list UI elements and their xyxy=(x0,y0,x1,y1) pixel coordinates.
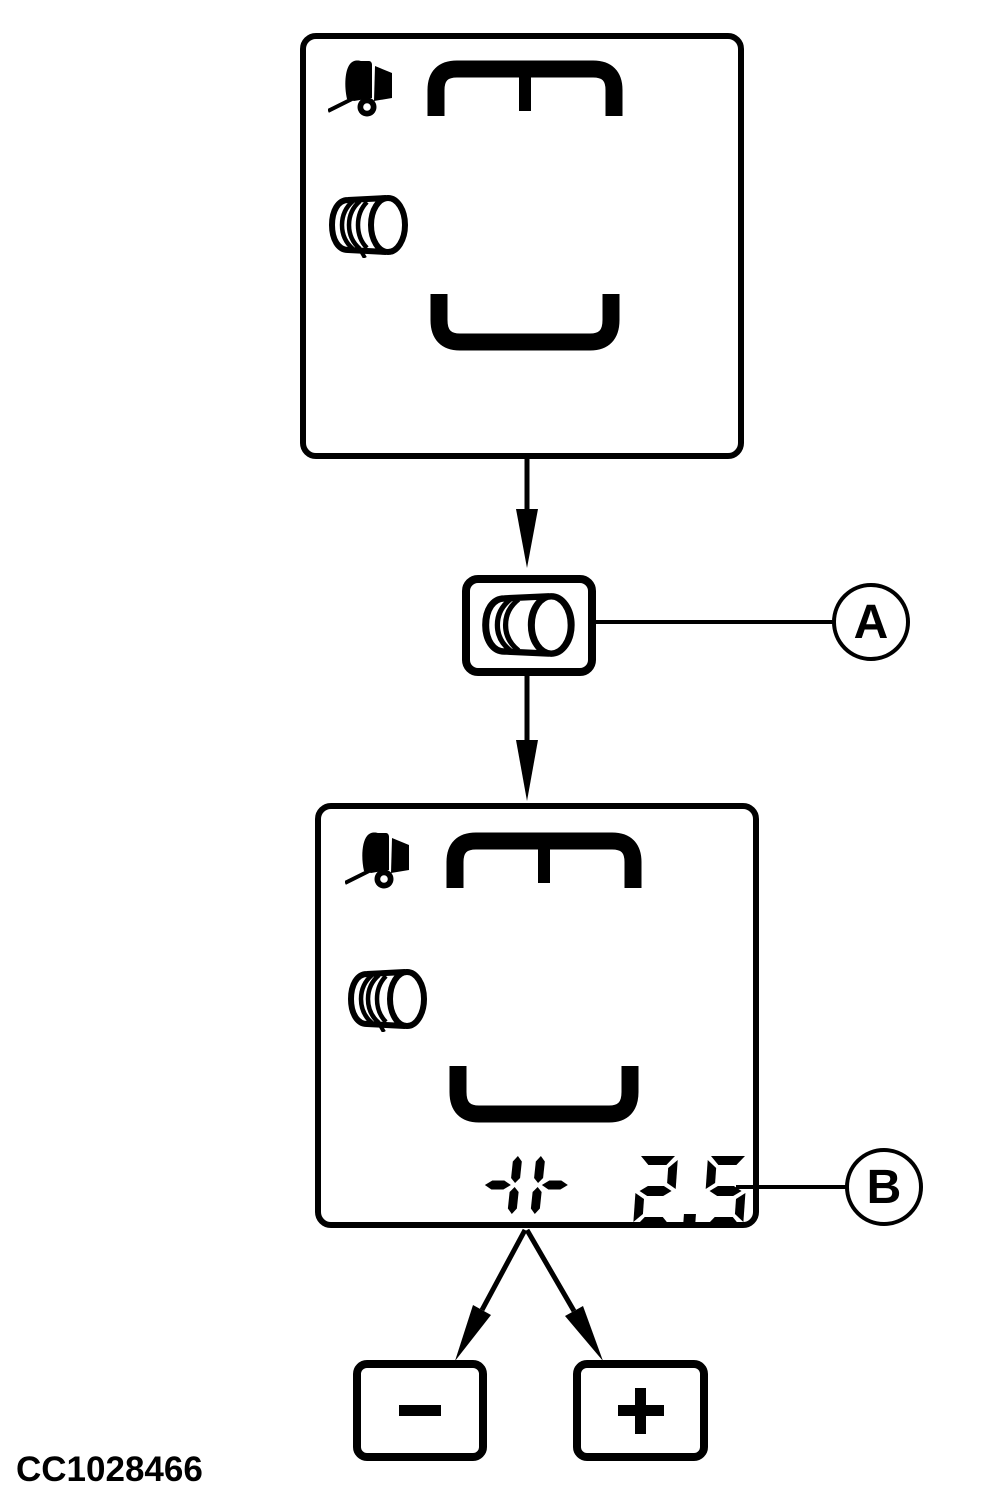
bale-chamber-bottom-icon xyxy=(430,294,620,351)
callout-b: B xyxy=(845,1148,923,1226)
arrowhead-to-minus xyxy=(455,1305,491,1361)
decrease-button[interactable] xyxy=(353,1360,487,1461)
callout-b-label: B xyxy=(866,1160,902,1214)
arrowhead-to-plus xyxy=(565,1306,603,1361)
baler-icon xyxy=(328,60,392,117)
arrowhead-screen1-to-button xyxy=(516,509,538,568)
monitor-screen-adjust xyxy=(315,803,759,1228)
plus-icon xyxy=(617,1387,664,1434)
arrow-line-to-plus xyxy=(524,1228,577,1313)
baler-icon xyxy=(345,832,409,889)
round-bale-icon xyxy=(328,195,408,258)
bale-chamber-top-icon xyxy=(446,832,642,888)
lcd-value-display xyxy=(632,1156,764,1235)
bale-chamber-top-icon xyxy=(427,60,623,116)
callout-a: A xyxy=(832,583,910,661)
monitor-screen-initial xyxy=(300,33,744,459)
bale-chamber-bottom-icon xyxy=(449,1066,639,1123)
round-bale-icon xyxy=(347,969,427,1032)
increase-button[interactable] xyxy=(573,1360,708,1461)
figure-code: CC1028466 xyxy=(16,1450,203,1489)
round-bale-icon xyxy=(482,592,575,657)
size-adjust-arrows-icon xyxy=(484,1156,568,1214)
arrow-line-to-minus xyxy=(479,1228,528,1312)
callout-a-label: A xyxy=(853,595,889,649)
minus-icon xyxy=(399,1405,441,1416)
arrowhead-button-to-screen2 xyxy=(516,740,538,801)
bale-size-select-button[interactable] xyxy=(462,575,596,676)
